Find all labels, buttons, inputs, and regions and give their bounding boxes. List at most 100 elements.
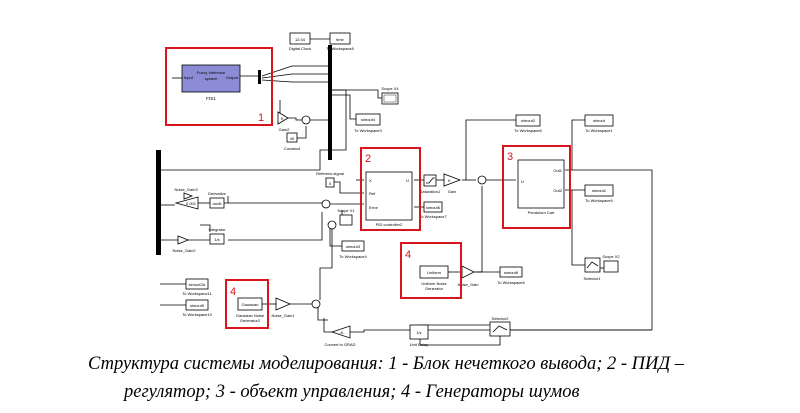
svg-text:U: U: [406, 178, 409, 183]
scope-x2[interactable]: Scope X2: [602, 254, 620, 273]
svg-text:To Workspace4: To Workspace4: [339, 254, 367, 259]
svg-text:simout1: simout1: [592, 188, 607, 193]
svg-text:Selector2: Selector2: [492, 316, 510, 321]
selector1-block[interactable]: Selector1: [584, 257, 602, 281]
svg-text:time: time: [336, 37, 344, 42]
noise-gain2[interactable]: Noise_Gain2: [172, 235, 196, 253]
svg-text:To Workspace7: To Workspace7: [419, 214, 447, 219]
fis-in-port: Input: [184, 75, 194, 80]
to-workspace1[interactable]: simout To Workspace1: [584, 114, 614, 133]
svg-text:To Workspace8: To Workspace8: [326, 46, 354, 51]
svg-text:12:34: 12:34: [295, 37, 306, 42]
to-workspace3[interactable]: simout4 To Workspace3: [354, 113, 383, 133]
derivative-block[interactable]: du/dt Derivative: [208, 191, 227, 209]
svg-text:simout: simout: [593, 118, 606, 123]
svg-text:X: X: [369, 178, 372, 183]
mux-bar-left: [156, 150, 161, 255]
svg-text:simout6: simout6: [426, 205, 441, 210]
convert-to-grad[interactable]: -K- Convert to GRAD: [324, 325, 356, 347]
svg-text:simout5: simout5: [190, 303, 205, 308]
svg-text:Convert to GRAD: Convert to GRAD: [324, 342, 355, 347]
svg-text:4: 4: [405, 249, 411, 261]
svg-text:Pendulum Cart: Pendulum Cart: [528, 210, 556, 215]
to-workspace11[interactable]: simout2A To Workspace11: [182, 278, 212, 296]
reference-signal[interactable]: 0 Referens signal: [316, 171, 344, 188]
gain-block[interactable]: K Gain: [443, 173, 462, 194]
svg-text:Gain: Gain: [448, 189, 456, 194]
selector2-block[interactable]: Selector2: [489, 316, 511, 337]
svg-text:40: 40: [290, 136, 295, 141]
to-workspace4[interactable]: simout3 To Workspace4: [339, 240, 368, 259]
pid-controller-block[interactable]: X Ref Error U PID controller2: [365, 171, 413, 227]
svg-text:To Workspace1: To Workspace1: [585, 128, 613, 133]
svg-text:Out2: Out2: [553, 188, 562, 193]
svg-text:simout4: simout4: [361, 117, 376, 122]
svg-text:1/s: 1/s: [214, 237, 219, 242]
svg-text:Constant: Constant: [284, 146, 301, 151]
gaussian-noise-block[interactable]: Gaussian Gaussian Noise Generator2: [236, 297, 265, 323]
highlight-2: 2: [360, 147, 421, 231]
to-workspace9[interactable]: simout1 To Workspace9: [584, 184, 614, 203]
unit-delay[interactable]: 1/z Unit Delay: [409, 324, 429, 347]
svg-text:To Workspace10: To Workspace10: [182, 312, 212, 317]
svg-text:Scope X4: Scope X4: [381, 86, 399, 91]
pendulum-cart-block[interactable]: U Out1 Out2 Pendulum Cart: [517, 159, 565, 215]
to-workspace5[interactable]: simout6 To Workspace5: [497, 266, 526, 285]
svg-text:Noise_Gain: Noise_Gain: [458, 282, 479, 287]
sum-block-1: [301, 115, 311, 125]
svg-text:Noise_Gain1: Noise_Gain1: [271, 313, 295, 318]
svg-text:To Workspace3: To Workspace3: [354, 128, 382, 133]
svg-text:Out1: Out1: [553, 168, 562, 173]
uniform-noise-block[interactable]: Uniform Uniform Noise Generator: [419, 265, 449, 291]
svg-text:4: 4: [230, 286, 236, 298]
svg-text:simout2A: simout2A: [189, 282, 206, 287]
gain-0001[interactable]: 0.001: [174, 196, 199, 210]
sum-block-2: [321, 199, 331, 209]
svg-text:Saturation1: Saturation1: [420, 189, 441, 194]
svg-text:K: K: [448, 178, 451, 183]
svg-text:Integrator: Integrator: [208, 227, 226, 232]
fis-name: FIS1: [206, 96, 216, 101]
time-to-workspace[interactable]: time To Workspace8: [326, 32, 355, 51]
svg-text:simout3: simout3: [346, 244, 361, 249]
svg-text:Uniform Noise: Uniform Noise: [421, 281, 447, 286]
svg-text:Referens signal: Referens signal: [316, 171, 344, 176]
svg-text:Uniform: Uniform: [427, 270, 442, 275]
to-workspace6[interactable]: simout2 To Workspace6: [514, 114, 543, 133]
svg-text:0.001: 0.001: [186, 201, 197, 206]
svg-text:Gaussian: Gaussian: [242, 302, 259, 307]
fis-block[interactable]: Fuzzy Inference system Input Output FIS1: [181, 64, 241, 101]
svg-text:To Workspace6: To Workspace6: [514, 128, 542, 133]
svg-text:Derivative: Derivative: [208, 191, 227, 196]
svg-text:0: 0: [329, 181, 332, 186]
highlight-4a: 4: [400, 242, 462, 299]
noise-gain1[interactable]: Noise_Gain1: [271, 297, 295, 318]
svg-text:Gaussian Noise: Gaussian Noise: [236, 313, 265, 318]
svg-text:3: 3: [507, 151, 513, 163]
svg-text:Digital Clock: Digital Clock: [289, 46, 311, 51]
digital-clock-block[interactable]: 12:34 Digital Clock: [289, 32, 311, 51]
scope-x1[interactable]: Scope X1: [337, 208, 355, 226]
saturation-block[interactable]: Saturation1: [420, 174, 441, 194]
integrator-block[interactable]: 1/s Integrator: [208, 227, 226, 245]
scope-x4[interactable]: Scope X4: [381, 86, 399, 105]
fis-title-2: system: [205, 76, 218, 81]
svg-text:Gain2: Gain2: [279, 127, 290, 132]
svg-text:Error: Error: [369, 205, 379, 210]
svg-text:simout2: simout2: [521, 118, 536, 123]
noise-gain3[interactable]: Noise_Gain3: [174, 187, 198, 200]
gain2-block[interactable]: K Gain2: [277, 111, 290, 132]
svg-text:To Workspace5: To Workspace5: [497, 280, 525, 285]
svg-text:K: K: [281, 116, 284, 121]
svg-text:Scope X2: Scope X2: [602, 254, 620, 259]
sum-block-3: [327, 220, 337, 230]
svg-text:Selector1: Selector1: [584, 276, 602, 281]
to-workspace7[interactable]: simout6 To Workspace7: [419, 201, 448, 219]
to-workspace10[interactable]: simout5 To Workspace10: [182, 299, 213, 317]
svg-text:2: 2: [365, 153, 371, 165]
constant-block[interactable]: 40 Constant: [284, 132, 301, 151]
svg-text:-K-: -K-: [339, 330, 345, 335]
caption-line-1: Структура системы моделирования: 1 - Бло…: [88, 354, 685, 374]
svg-text:To Workspace11: To Workspace11: [182, 291, 212, 296]
svg-text:Generator: Generator: [425, 286, 444, 291]
